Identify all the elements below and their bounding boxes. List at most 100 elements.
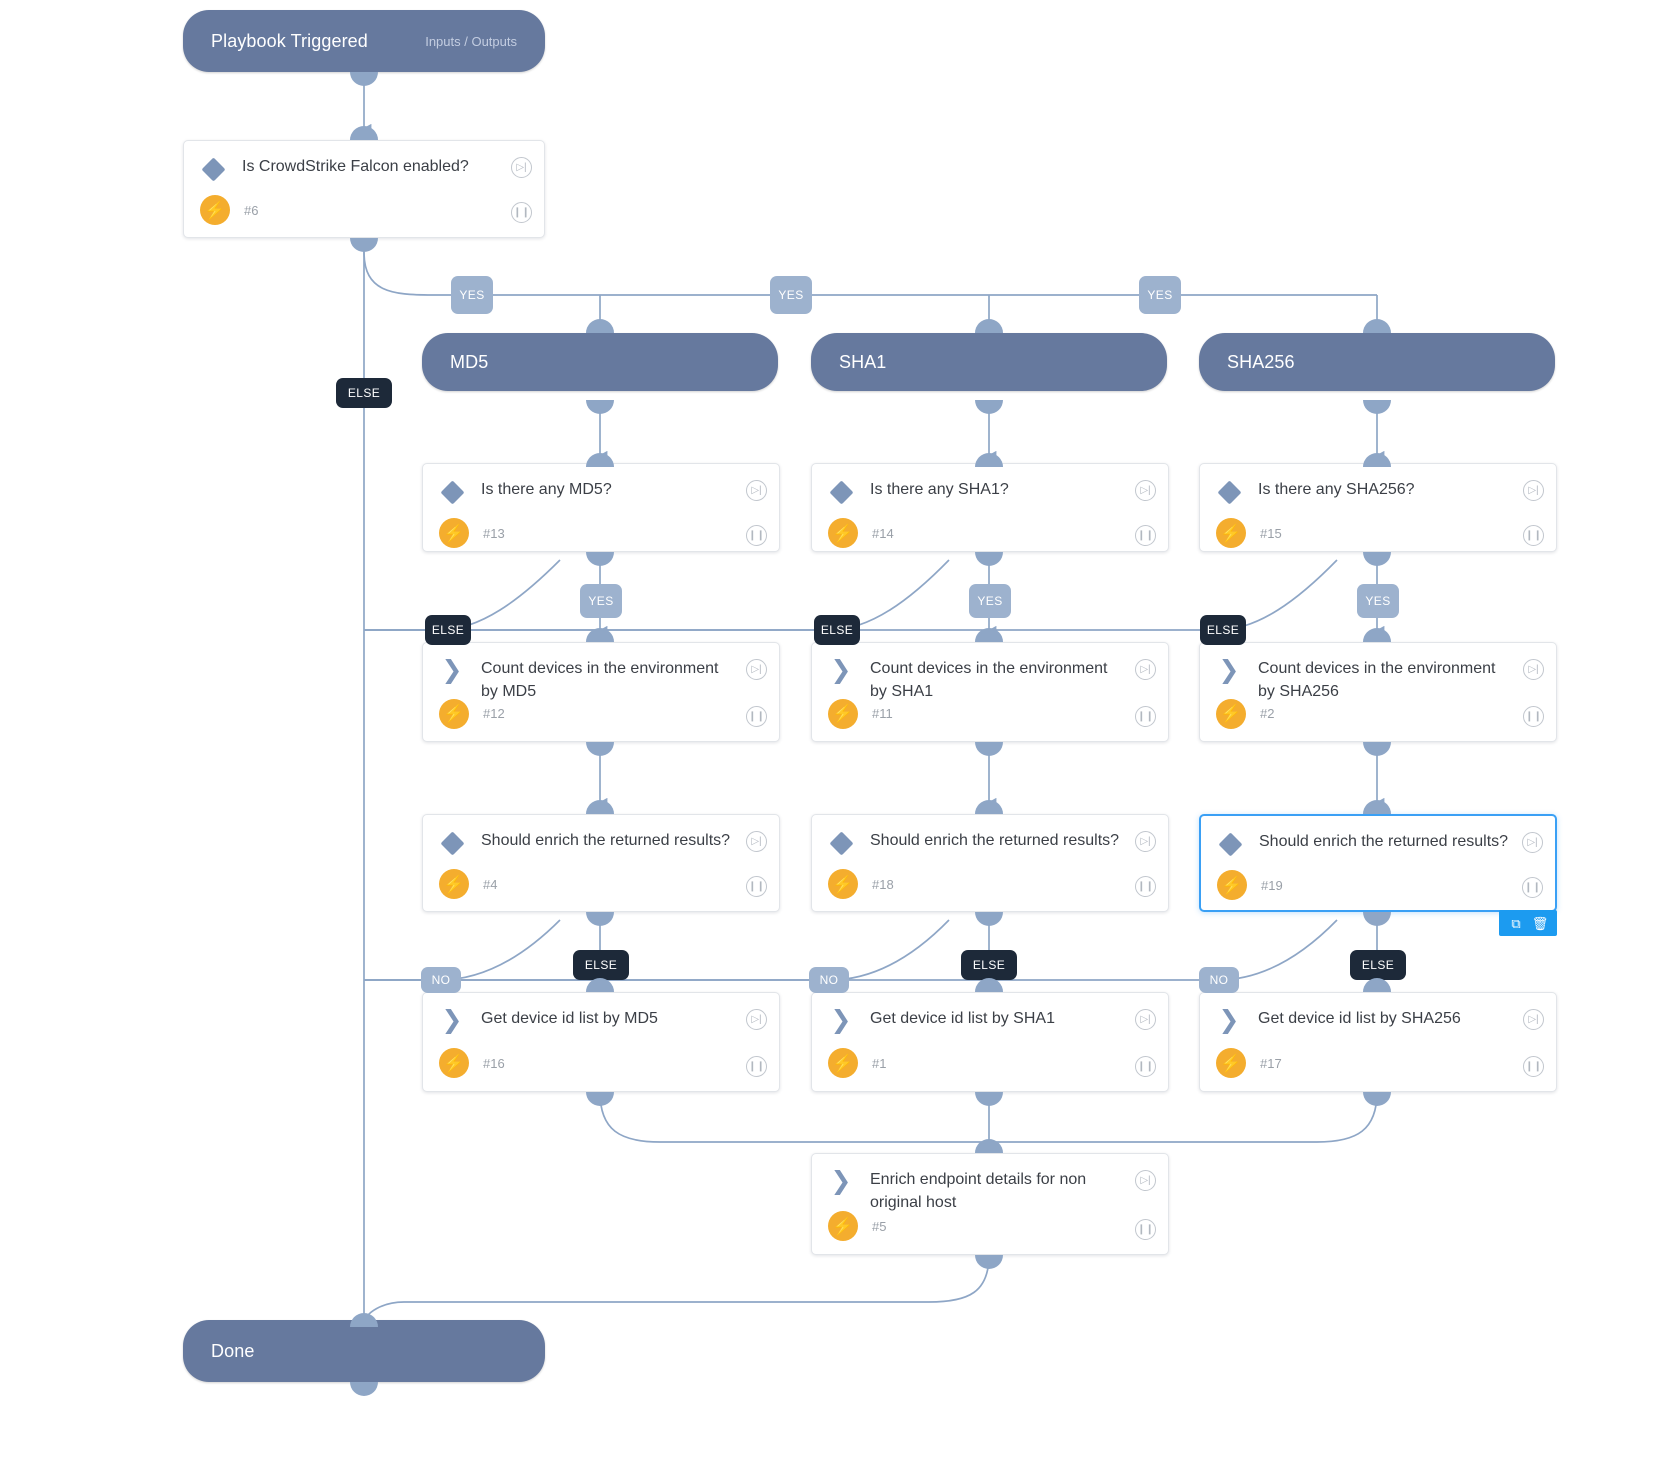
node-title: Should enrich the returned results?	[1259, 833, 1509, 850]
card-header: ❯ Get device id list by SHA1 ▷|	[812, 993, 1168, 1047]
group-header-md5[interactable]: MD5	[422, 333, 778, 391]
edge-label-no-md5: NO	[421, 967, 461, 993]
node-card-sha1-count[interactable]: ❯ Count devices in the environment by SH…	[811, 642, 1169, 742]
node-card-md5-get-device-id[interactable]: ❯ Get device id list by MD5 ▷| ⚡ #16 ❙❙	[422, 992, 780, 1092]
group-header-label: SHA256	[1227, 351, 1295, 372]
node-id: #13	[483, 525, 505, 541]
card-footer: ⚡ #5 ❙❙	[812, 1211, 1168, 1254]
skip-next-icon[interactable]: ▷|	[1135, 1170, 1156, 1191]
end-node[interactable]: Done	[183, 1320, 545, 1382]
node-card-sha256-enrich-condition-selected[interactable]: Should enrich the returned results? ▷| ⚡…	[1199, 814, 1557, 936]
edge-label-yes-sha256-any: YES	[1357, 584, 1399, 618]
skip-next-icon[interactable]: ▷|	[1135, 1009, 1156, 1030]
node-id: #6	[244, 202, 259, 218]
group-header-sha1[interactable]: SHA1	[811, 333, 1167, 391]
card-footer: ⚡ #19 ❙❙	[1201, 870, 1555, 912]
bolt-icon: ⚡	[439, 518, 469, 548]
skip-next-icon[interactable]: ▷|	[1523, 480, 1544, 501]
skip-next-icon[interactable]: ▷|	[1523, 1009, 1544, 1030]
card-header: ❯ Count devices in the environment by SH…	[812, 643, 1168, 700]
node-id: #18	[872, 876, 894, 892]
pause-icon[interactable]: ❙❙	[1135, 706, 1156, 727]
node-title: Is there any SHA256?	[1258, 481, 1415, 498]
bolt-icon: ⚡	[200, 195, 230, 225]
node-id: #14	[872, 525, 894, 541]
card-footer: ⚡ #1 ❙❙	[812, 1047, 1168, 1091]
node-card-enrich-endpoint-details[interactable]: ❯ Enrich endpoint details for non origin…	[811, 1153, 1169, 1255]
edge-label-else-sha1-enrich: ELSE	[961, 950, 1017, 980]
pause-icon[interactable]: ❙❙	[1522, 877, 1543, 898]
diamond-icon	[1216, 479, 1242, 505]
card-footer: ⚡ #15 ❙❙	[1200, 518, 1556, 560]
pause-icon[interactable]: ❙❙	[746, 876, 767, 897]
card-header: ❯ Count devices in the environment by MD…	[423, 643, 779, 700]
pause-icon[interactable]: ❙❙	[1523, 706, 1544, 727]
card-footer: ⚡ #11 ❙❙	[812, 698, 1168, 741]
skip-next-icon[interactable]: ▷|	[746, 1009, 767, 1030]
diamond-icon	[828, 830, 854, 856]
bolt-icon: ⚡	[439, 1048, 469, 1078]
pause-icon[interactable]: ❙❙	[1135, 876, 1156, 897]
node-card-sha256-get-device-id[interactable]: ❯ Get device id list by SHA256 ▷| ⚡ #17 …	[1199, 992, 1557, 1092]
card-header: Is CrowdStrike Falcon enabled? ▷|	[184, 141, 544, 195]
pause-icon[interactable]: ❙❙	[1135, 1219, 1156, 1240]
card-header: Is there any SHA1? ▷|	[812, 464, 1168, 518]
node-id: #11	[872, 706, 893, 722]
inputs-outputs-link[interactable]: Inputs / Outputs	[425, 33, 517, 49]
node-title: Count devices in the environment by SHA2…	[1258, 660, 1496, 701]
node-card-sha256-condition[interactable]: Is there any SHA256? ▷| ⚡ #15 ❙❙	[1199, 463, 1557, 552]
skip-next-icon[interactable]: ▷|	[1135, 831, 1156, 852]
pause-icon[interactable]: ❙❙	[1135, 525, 1156, 546]
edge-label-else-sha256-enrich: ELSE	[1350, 950, 1406, 980]
pause-icon[interactable]: ❙❙	[746, 525, 767, 546]
trash-icon[interactable]: 🗑	[1531, 915, 1549, 931]
skip-next-icon[interactable]: ▷|	[746, 831, 767, 852]
chevron-right-icon: ❯	[830, 1005, 852, 1034]
node-card-sha1-get-device-id[interactable]: ❯ Get device id list by SHA1 ▷| ⚡ #1 ❙❙	[811, 992, 1169, 1092]
diamond-icon	[439, 830, 465, 856]
skip-next-icon[interactable]: ▷|	[746, 480, 767, 501]
skip-next-icon[interactable]: ▷|	[1523, 659, 1544, 680]
bolt-icon: ⚡	[1217, 870, 1247, 900]
bolt-icon: ⚡	[439, 869, 469, 899]
edge-label-else-md5-any: ELSE	[425, 615, 471, 645]
node-action-bar[interactable]: ⧉ 🗑	[1499, 910, 1557, 936]
chevron-right-icon: ❯	[1218, 1005, 1240, 1034]
bolt-icon: ⚡	[1216, 518, 1246, 548]
bolt-icon: ⚡	[828, 698, 858, 729]
node-card-root-condition[interactable]: Is CrowdStrike Falcon enabled? ▷| ⚡ #6 ❙…	[183, 140, 545, 238]
copy-icon[interactable]: ⧉	[1511, 915, 1521, 931]
pause-icon[interactable]: ❙❙	[746, 1056, 767, 1077]
node-card-sha1-enrich-condition[interactable]: Should enrich the returned results? ▷| ⚡…	[811, 814, 1169, 912]
card-footer: ⚡ #4 ❙❙	[423, 869, 779, 911]
pause-icon[interactable]: ❙❙	[746, 706, 767, 727]
pause-icon[interactable]: ❙❙	[1523, 525, 1544, 546]
edge-label-else-sha1-any: ELSE	[814, 615, 860, 645]
node-card-md5-enrich-condition[interactable]: Should enrich the returned results? ▷| ⚡…	[422, 814, 780, 912]
bolt-icon: ⚡	[828, 1211, 858, 1242]
skip-next-icon[interactable]: ▷|	[746, 659, 767, 680]
skip-next-icon[interactable]: ▷|	[1135, 480, 1156, 501]
node-card-sha256-count[interactable]: ❯ Count devices in the environment by SH…	[1199, 642, 1557, 742]
bolt-icon: ⚡	[828, 1048, 858, 1078]
group-header-sha256[interactable]: SHA256	[1199, 333, 1555, 391]
node-id: #15	[1260, 525, 1282, 541]
node-title: Should enrich the returned results?	[870, 832, 1120, 849]
pause-icon[interactable]: ❙❙	[1523, 1056, 1544, 1077]
node-id: #17	[1260, 1055, 1282, 1071]
pause-icon[interactable]: ❙❙	[511, 202, 532, 223]
card-header: Should enrich the returned results? ▷|	[1201, 816, 1555, 870]
skip-next-icon[interactable]: ▷|	[511, 157, 532, 178]
node-card-md5-count[interactable]: ❯ Count devices in the environment by MD…	[422, 642, 780, 742]
end-node-title: Done	[211, 1340, 255, 1361]
skip-next-icon[interactable]: ▷|	[1522, 832, 1543, 853]
diamond-icon	[200, 156, 226, 182]
node-card-sha1-condition[interactable]: Is there any SHA1? ▷| ⚡ #14 ❙❙	[811, 463, 1169, 552]
node-card-md5-condition[interactable]: Is there any MD5? ▷| ⚡ #13 ❙❙	[422, 463, 780, 552]
pause-icon[interactable]: ❙❙	[1135, 1056, 1156, 1077]
card-footer: ⚡ #13 ❙❙	[423, 518, 779, 560]
start-node[interactable]: Playbook Triggered Inputs / Outputs	[183, 10, 545, 72]
node-title: Get device id list by MD5	[481, 1010, 658, 1027]
skip-next-icon[interactable]: ▷|	[1135, 659, 1156, 680]
